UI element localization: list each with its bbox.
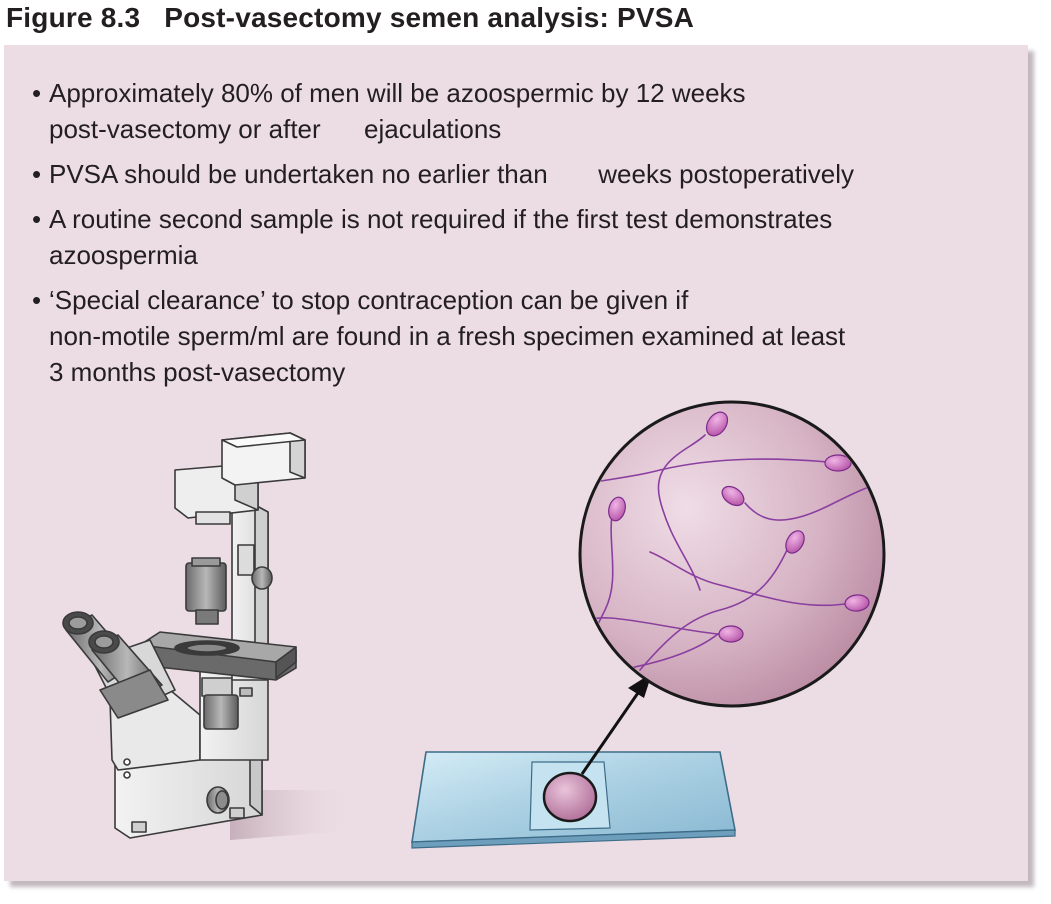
bullet-line: Approximately 80% of men will be azoospe… bbox=[49, 78, 746, 108]
bullet-list: Approximately 80% of men will be azoospe… bbox=[32, 75, 1014, 399]
bullet-item: ‘Special clearance’ to stop contraceptio… bbox=[32, 282, 1014, 390]
figure-panel: Approximately 80% of men will be azoospe… bbox=[4, 45, 1028, 881]
bullet-item: A routine second sample is not required … bbox=[32, 201, 1014, 273]
bullet-line: A routine second sample is not required … bbox=[49, 204, 833, 234]
bullet-line: non-motile sperm/ml are found in a fresh… bbox=[49, 321, 846, 351]
bullet-item: PVSA should be undertaken no earlier tha… bbox=[32, 156, 1014, 192]
glass-slide-icon bbox=[411, 751, 736, 849]
bullet-item: Approximately 80% of men will be azoospe… bbox=[32, 75, 1014, 147]
bullet-line: ‘Special clearance’ to stop contraceptio… bbox=[49, 285, 689, 315]
bullet-line: 3 months post-vasectomy bbox=[49, 357, 346, 387]
microscope-icon bbox=[62, 432, 360, 840]
figure-title: Figure 8.3 Post-vasectomy semen analysis… bbox=[6, 2, 695, 33]
magnified-sperm-view bbox=[578, 400, 886, 708]
bullet-line: azoospermia bbox=[49, 240, 198, 270]
bullet-line: post-vasectomy or after ejaculations bbox=[49, 114, 502, 144]
bullet-line: PVSA should be undertaken no earlier tha… bbox=[49, 159, 855, 189]
